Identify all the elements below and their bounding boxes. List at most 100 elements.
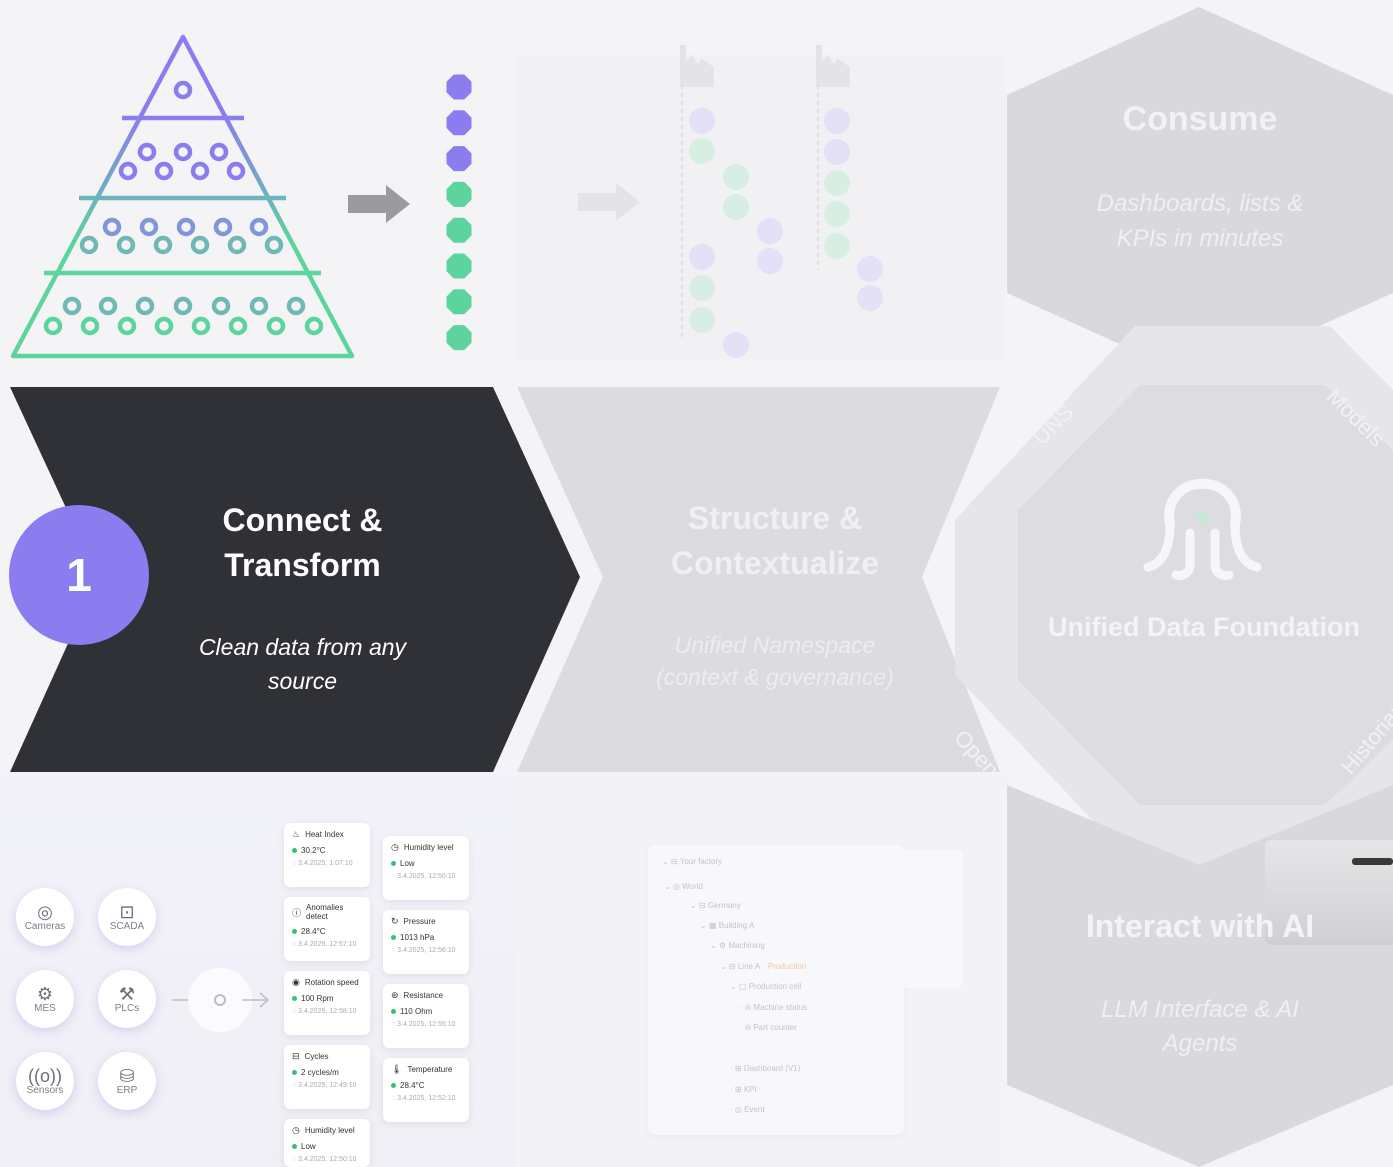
data-dot bbox=[446, 217, 472, 243]
tree-item-label: KPI bbox=[743, 1085, 757, 1094]
signal-icon: ((o)) bbox=[28, 1065, 62, 1086]
device-slot bbox=[1352, 858, 1393, 865]
ring-dot bbox=[286, 296, 306, 316]
ring-dot bbox=[139, 217, 159, 237]
ring-dot bbox=[173, 296, 193, 316]
step-1-subtitle-1: Clean data from any bbox=[198, 634, 407, 660]
pressure-icon: ↻ bbox=[391, 916, 399, 926]
robot-arm-icon: ⚒ bbox=[118, 983, 136, 1004]
tree-item: · ⊞ KPI bbox=[730, 1085, 757, 1094]
interact-subtitle-2: Agents bbox=[1162, 1030, 1238, 1057]
tree-item-label: Germany bbox=[707, 901, 741, 910]
flow-dot bbox=[689, 307, 715, 333]
gears-icon: ⚙ bbox=[36, 983, 54, 1004]
flow-dot bbox=[723, 332, 749, 358]
ring-dot bbox=[154, 161, 174, 181]
ring-dot bbox=[153, 235, 173, 255]
side-menu-card bbox=[895, 850, 963, 988]
consume-hexagon bbox=[1007, 7, 1393, 380]
ring-dot bbox=[135, 296, 155, 316]
metric-card: 🌡Temperature 28.4°C ◌ 3.4.2025, 12:52:10 bbox=[383, 1058, 469, 1122]
data-dot bbox=[446, 146, 472, 172]
arrow-icon bbox=[348, 185, 410, 223]
flow-dot bbox=[824, 108, 850, 134]
step-2-subtitle-2: (context & governance) bbox=[656, 664, 894, 690]
resistance-icon: ⊛ bbox=[391, 990, 399, 1000]
ring-dot bbox=[209, 142, 229, 162]
metric-card: ↻Pressure 1013 hPa ◌ 3.4.2025, 12:56:10 bbox=[383, 910, 469, 974]
ring-dot bbox=[173, 80, 193, 100]
card-time: 3.4.2025, 12:56:10 bbox=[397, 947, 456, 954]
ring-dot bbox=[211, 296, 231, 316]
tree-item: ⌄ ▦ Building A bbox=[700, 921, 755, 930]
step-1-title-2: Transform bbox=[224, 547, 381, 583]
tree-item: · ⊞ Dashboard (V1) bbox=[730, 1064, 801, 1073]
tree-root: ⌄ ⊟ Your factory bbox=[662, 857, 723, 866]
card-value: 100 Rpm bbox=[301, 994, 334, 1003]
interact-title: Interact with AI bbox=[1085, 908, 1315, 944]
step-2-subtitle-1: Unified Namespace bbox=[674, 632, 876, 658]
ring-dot bbox=[249, 296, 269, 316]
foundation-octagon bbox=[955, 326, 1393, 865]
ring-dot bbox=[98, 296, 118, 316]
consume-title: Consume bbox=[1122, 100, 1278, 138]
tree-item: · ılı Machine status bbox=[740, 1003, 808, 1012]
flow-dot bbox=[824, 233, 850, 259]
consume-subtitle-1: Dashboards, lists & bbox=[1096, 190, 1304, 217]
interact-subtitle-1: LLM Interface & AI bbox=[1101, 996, 1299, 1023]
card-time: 3.4.2025, 12:58:10 bbox=[298, 1008, 357, 1015]
tree-item: ⌄ ⊟ Line A Production bbox=[720, 962, 807, 971]
foundation-title: Unified Data Foundation bbox=[1048, 612, 1360, 642]
step-1-title-1: Connect & bbox=[222, 502, 383, 538]
flow-dot bbox=[857, 256, 883, 282]
ring-dot bbox=[213, 217, 233, 237]
consume-subtitle-2: KPIs in minutes bbox=[1116, 225, 1284, 252]
card-title: Resistance bbox=[403, 991, 444, 1000]
ring-dot bbox=[62, 296, 82, 316]
ring-dot bbox=[79, 235, 99, 255]
source-mes: ⚙ MES bbox=[16, 970, 74, 1028]
ring-dot bbox=[266, 316, 286, 336]
flow-dot bbox=[689, 138, 715, 164]
source-label: Sensors bbox=[26, 1084, 64, 1096]
card-time: 3.4.2025, 12:49:10 bbox=[298, 1082, 357, 1089]
metric-card: ⊛Resistance 110 Ohm ◌ 3.4.2025, 12:55:10 bbox=[383, 984, 469, 1048]
tree-item-label: Building A bbox=[718, 921, 755, 930]
faded-arrow-icon bbox=[578, 183, 640, 221]
device-edge-icon bbox=[1265, 840, 1393, 945]
ring-dot bbox=[226, 161, 246, 181]
flow-dot bbox=[689, 275, 715, 301]
card-title: Rotation speed bbox=[304, 978, 359, 987]
namespace-tree-card bbox=[648, 845, 904, 1135]
source-scada: ⊡ SCADA bbox=[98, 888, 156, 946]
source-label: Cameras bbox=[24, 920, 66, 932]
flow-dot bbox=[757, 218, 783, 244]
clock-icon: ◷ bbox=[292, 1125, 300, 1135]
tree-item-label: Line A bbox=[737, 962, 760, 971]
ring-dot bbox=[80, 316, 100, 336]
card-title: Anomalies detect bbox=[306, 903, 344, 921]
flow-dot bbox=[824, 139, 850, 165]
card-value: Low bbox=[400, 859, 415, 868]
tree-item-label: Production cell bbox=[748, 982, 802, 991]
chip-icon: ⊡ bbox=[119, 901, 135, 922]
data-dot bbox=[446, 110, 472, 136]
tree-item-label: World bbox=[682, 882, 703, 891]
tree-item: · ılı Part counter bbox=[740, 1023, 797, 1032]
card-value: 30.2°C bbox=[301, 846, 326, 855]
flow-dot bbox=[723, 164, 749, 190]
card-title: Humidity level bbox=[403, 843, 454, 852]
card-title: Humidity level bbox=[304, 1126, 355, 1135]
data-dot bbox=[446, 74, 472, 100]
clock-icon: ◷ bbox=[391, 842, 399, 852]
card-title: Cycles bbox=[304, 1052, 329, 1061]
tree-item: ⌄ ⚙ Machining bbox=[710, 941, 765, 950]
tree-item-label: Machine status bbox=[753, 1003, 808, 1012]
data-dot bbox=[446, 181, 472, 207]
ring-dot bbox=[102, 217, 122, 237]
flow-dot bbox=[723, 194, 749, 220]
source-label: SCADA bbox=[109, 920, 145, 932]
card-title: Temperature bbox=[407, 1065, 453, 1074]
database-icon: ⛁ bbox=[119, 1065, 135, 1086]
ring-dot bbox=[116, 235, 136, 255]
